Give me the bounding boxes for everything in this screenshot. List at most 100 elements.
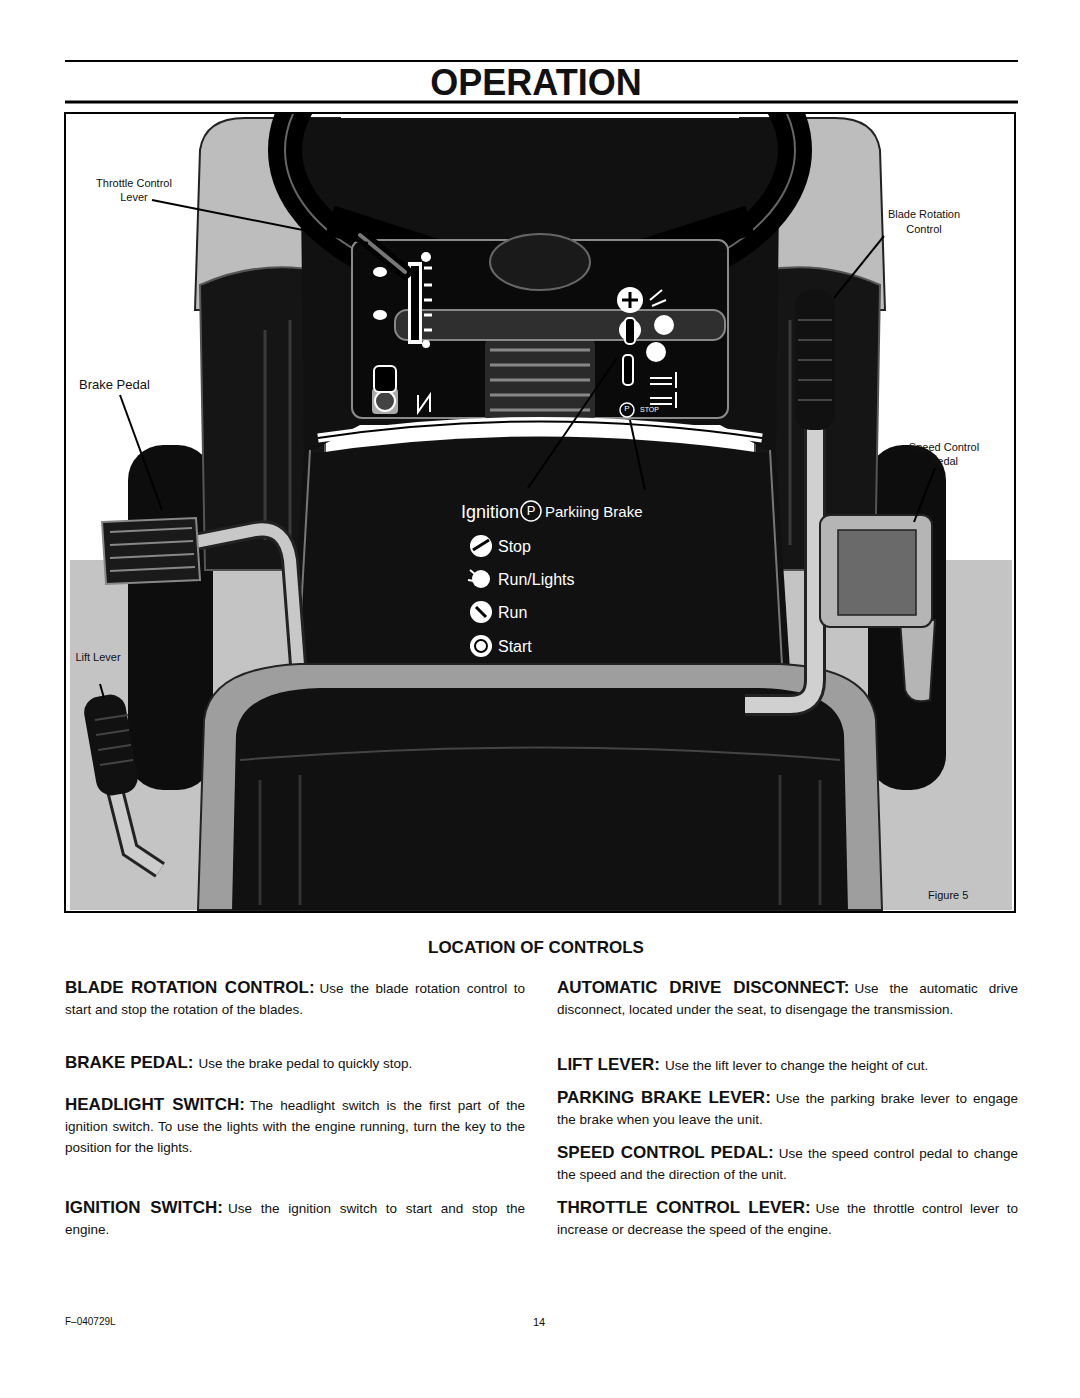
drawing-part bbox=[418, 395, 430, 412]
drawing-part bbox=[373, 310, 387, 320]
drawing-part bbox=[110, 528, 195, 571]
drawing-part bbox=[470, 535, 492, 557]
figure-frame bbox=[65, 113, 1015, 912]
drawing-part bbox=[421, 252, 431, 262]
drawing-part bbox=[622, 292, 638, 308]
leader-lines bbox=[100, 200, 935, 698]
drawing-part bbox=[375, 391, 395, 411]
drawing-part bbox=[82, 692, 141, 798]
drawing-part bbox=[650, 372, 676, 408]
drawing-part bbox=[395, 310, 725, 340]
drawing-part bbox=[625, 318, 635, 344]
page-number: 14 bbox=[533, 1316, 545, 1329]
brake-pedal bbox=[102, 518, 298, 665]
control-name: IGNITION SWITCH: bbox=[65, 1198, 223, 1217]
drawing-part bbox=[798, 320, 832, 400]
section-heading: LOCATION OF CONTROLS bbox=[0, 938, 1076, 958]
ignition-key-icons bbox=[617, 287, 676, 417]
drawing-part bbox=[914, 468, 935, 522]
drawing-part bbox=[528, 358, 617, 488]
throttle-slot bbox=[360, 235, 432, 348]
control-name: AUTOMATIC DRIVE DISCONNECT: bbox=[557, 978, 849, 997]
decal-position: Run/Lights bbox=[498, 570, 575, 589]
blade-rotation-lever bbox=[745, 290, 835, 705]
control-name: LIFT LEVER: bbox=[557, 1055, 660, 1074]
control-name: BRAKE PEDAL: bbox=[65, 1053, 193, 1072]
drawing-part bbox=[476, 607, 486, 617]
control-name: PARKING BRAKE LEVER: bbox=[557, 1088, 771, 1107]
control-description: LIFT LEVER: Use the lift lever to change … bbox=[557, 1055, 1018, 1076]
drawing-part bbox=[373, 267, 387, 277]
drawing-part bbox=[95, 715, 133, 765]
drawing-part bbox=[288, 437, 792, 701]
decal-heading: Ignition bbox=[461, 501, 519, 523]
control-description: SPEED CONTROL PEDAL:Use the speed contro… bbox=[557, 1143, 1018, 1185]
control-description: PARKING BRAKE LEVER:Use the parking brak… bbox=[557, 1088, 1018, 1130]
decal-symbol: P bbox=[521, 503, 541, 519]
doc-code: F–040729L bbox=[65, 1316, 116, 1328]
drawing-part bbox=[300, 118, 780, 455]
drawing-part bbox=[623, 355, 633, 385]
drawing-part bbox=[490, 234, 590, 290]
drawing-part bbox=[473, 540, 489, 550]
drawing-part bbox=[745, 400, 815, 705]
lift-lever bbox=[82, 692, 160, 870]
control-name: HEADLIGHT SWITCH: bbox=[65, 1095, 245, 1114]
drawing-part bbox=[838, 530, 916, 615]
decal-position: Start bbox=[498, 637, 532, 656]
drawing-part bbox=[521, 501, 541, 521]
drawing-part bbox=[475, 640, 487, 652]
drawing-part bbox=[424, 268, 432, 330]
decal-position: Run bbox=[498, 603, 527, 622]
drawing-part bbox=[620, 403, 634, 417]
control-text: Use the lift lever to change the height … bbox=[665, 1058, 928, 1073]
control-name: BLADE ROTATION CONTROL: bbox=[65, 978, 315, 997]
control-name: SPEED CONTROL PEDAL: bbox=[557, 1143, 774, 1162]
page-title: OPERATION bbox=[0, 64, 1076, 102]
choke-knob bbox=[372, 366, 430, 414]
drawing-part bbox=[374, 366, 396, 392]
speed-control-pedal bbox=[820, 515, 935, 701]
figure-number: Figure 5 bbox=[928, 889, 968, 902]
drawing-part bbox=[745, 400, 815, 705]
dash-marking: P bbox=[619, 404, 635, 414]
control-name: THROTTLE CONTROL LEVER: bbox=[557, 1198, 811, 1217]
callout-label: Blade Rotation Control bbox=[874, 207, 974, 237]
drawing-part bbox=[834, 236, 884, 298]
drawing-part bbox=[152, 200, 368, 243]
drawing-part bbox=[360, 235, 405, 272]
drawing-part bbox=[318, 422, 762, 439]
callout-label: Throttle Control Lever bbox=[84, 176, 184, 204]
drawing-part bbox=[470, 601, 492, 623]
drawing-part bbox=[490, 350, 590, 410]
drawing-part bbox=[411, 266, 419, 340]
control-description: BLADE ROTATION CONTROL:Use the blade rot… bbox=[65, 978, 525, 1020]
drawing-part bbox=[468, 570, 476, 581]
callout-label: Lift Lever bbox=[73, 650, 123, 664]
drawing-part bbox=[296, 450, 784, 700]
callout-label: Speed Control Pedal bbox=[894, 440, 994, 468]
drawing-part bbox=[240, 748, 840, 761]
dash-marking: STOP bbox=[640, 406, 659, 414]
decal-position: Stop bbox=[498, 537, 531, 556]
mower-drawing bbox=[70, 114, 1012, 910]
control-description: IGNITION SWITCH:Use the ignition switch … bbox=[65, 1198, 525, 1240]
drawing-part bbox=[102, 518, 200, 584]
drawing-part bbox=[318, 422, 762, 439]
drawing-part bbox=[485, 335, 595, 425]
drawing-part bbox=[360, 235, 405, 272]
drawing-part bbox=[470, 635, 492, 657]
drawing-part bbox=[820, 515, 932, 627]
decal-heading: Parkiing Brake bbox=[545, 503, 643, 521]
drawing-part bbox=[654, 315, 674, 335]
drawing-part bbox=[422, 340, 430, 348]
steering-column bbox=[485, 335, 595, 425]
control-description: HEADLIGHT SWITCH:The headlight switch is… bbox=[65, 1095, 525, 1158]
drawing-part bbox=[900, 620, 935, 701]
control-description: BRAKE PEDAL:Use the brake pedal to quick… bbox=[65, 1053, 525, 1074]
drawing-part bbox=[65, 60, 1018, 62]
drawing-part bbox=[617, 287, 643, 313]
drawing-part bbox=[646, 342, 666, 362]
control-description: AUTOMATIC DRIVE DISCONNECT:Use the autom… bbox=[557, 978, 1018, 1020]
drawing-part bbox=[100, 684, 104, 698]
